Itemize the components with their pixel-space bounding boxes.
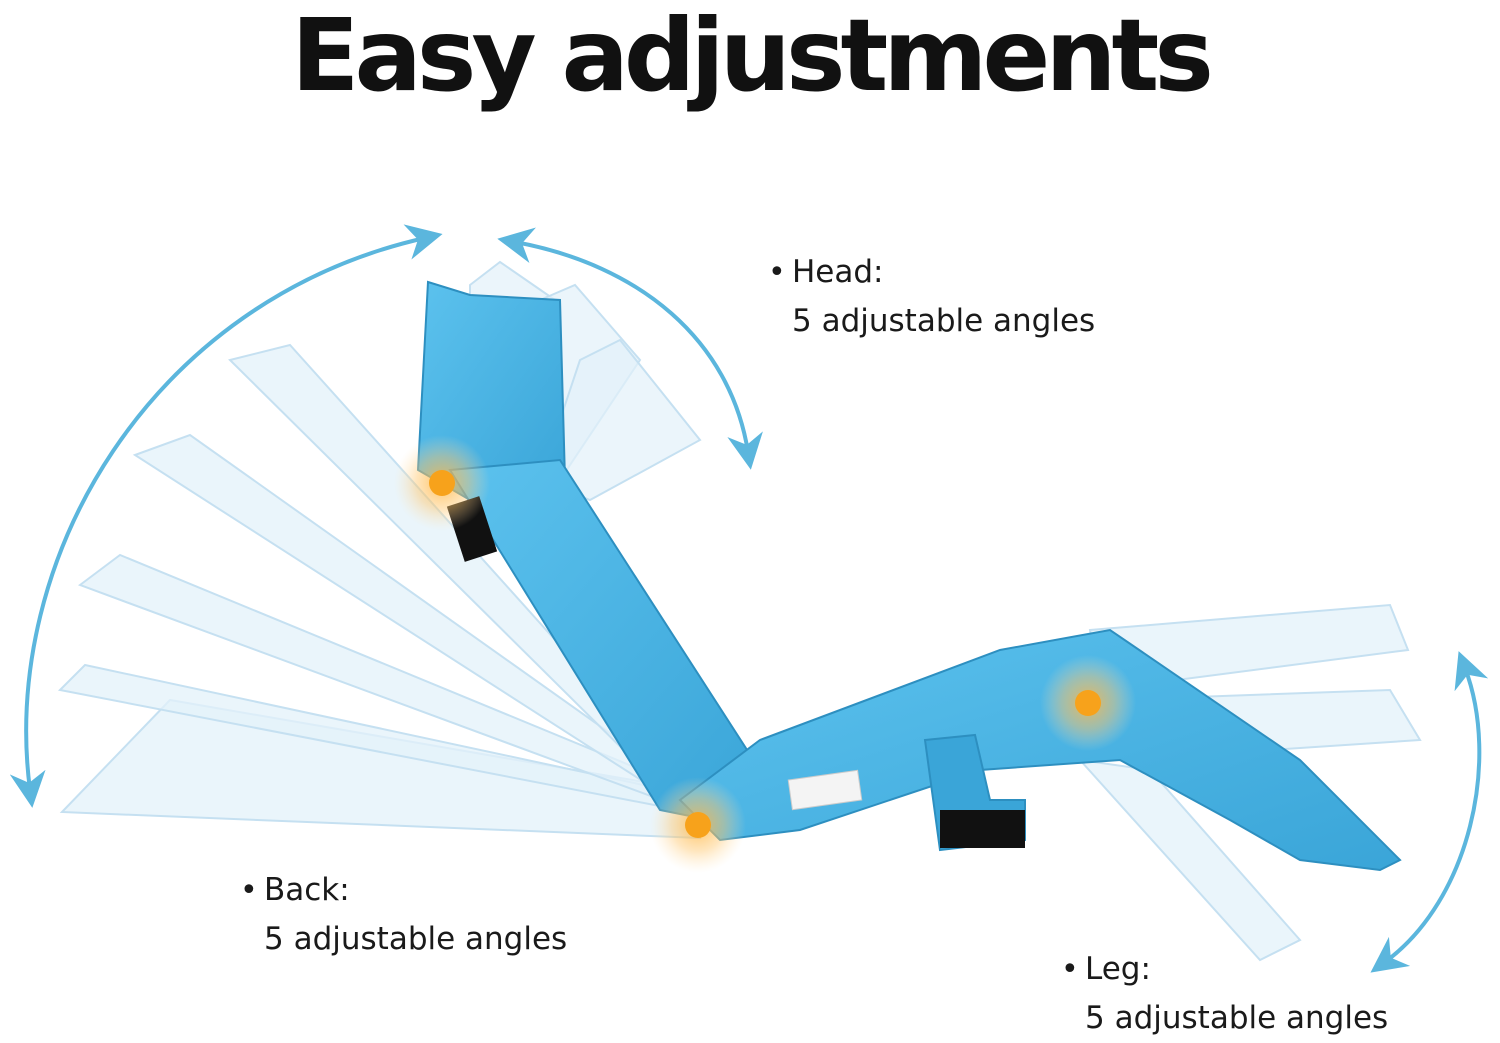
leg-arc-arrow-icon xyxy=(1370,651,1489,973)
pocket-strap xyxy=(940,810,1025,848)
head-callout: Head: 5 adjustable angles xyxy=(768,248,1095,346)
leg-hinge-icon xyxy=(1075,690,1101,716)
back-callout-desc: 5 adjustable angles xyxy=(264,921,568,957)
leg-ghost-3 xyxy=(1077,758,1302,962)
chair-cushion xyxy=(416,280,1402,872)
leg-callout-label: Leg: xyxy=(1061,951,1151,987)
head-arc-arrow-icon xyxy=(497,227,763,470)
back-arc-arrow-icon xyxy=(9,224,443,808)
back-callout-label: Back: xyxy=(240,872,350,908)
head-callout-label: Head: xyxy=(768,254,884,290)
seat-leg-cushion xyxy=(678,628,1402,872)
head-callout-desc: 5 adjustable angles xyxy=(792,303,1096,339)
leg-callout-desc: 5 adjustable angles xyxy=(1085,1000,1389,1036)
leg-callout: Leg: 5 adjustable angles xyxy=(1061,945,1388,1043)
care-label xyxy=(787,769,863,811)
page-title: Easy adjustments xyxy=(291,0,1214,114)
adjustment-arrows xyxy=(9,224,1489,973)
back-callout: Back: 5 adjustable angles xyxy=(240,866,567,964)
back-hinge-icon xyxy=(685,812,711,838)
head-hinge-icon xyxy=(429,470,455,496)
